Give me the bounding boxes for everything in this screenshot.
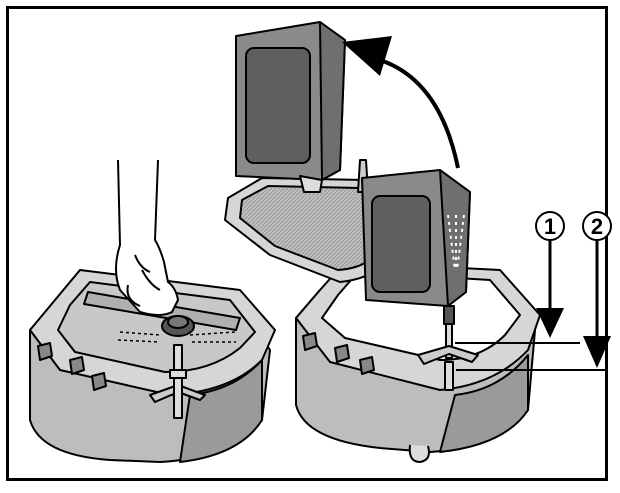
- rotate-arrow-icon: [342, 36, 460, 169]
- callout-2: 2: [456, 211, 612, 371]
- tank-upper: [235, 21, 346, 193]
- callout-2-label: 2: [591, 214, 603, 239]
- hand-illustration: [115, 159, 179, 316]
- callout-1: 1: [455, 211, 580, 344]
- right-reservoir-unit: [295, 261, 541, 463]
- tank-installed: [361, 169, 479, 391]
- left-reservoir-unit: [29, 269, 276, 463]
- callout-1-label: 1: [544, 214, 556, 239]
